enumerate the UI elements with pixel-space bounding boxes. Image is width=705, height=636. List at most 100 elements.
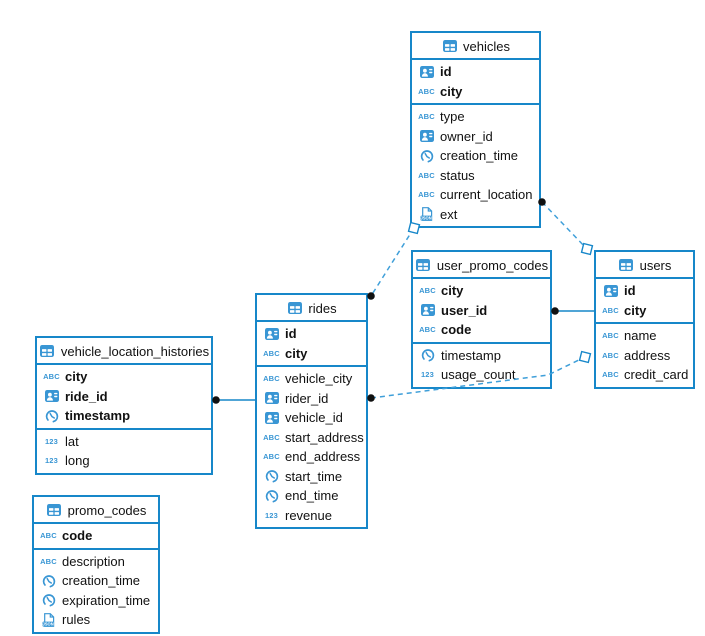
number-icon: 123 bbox=[264, 510, 279, 520]
text-icon: ABC bbox=[418, 190, 435, 199]
text-icon: ABC bbox=[43, 372, 60, 381]
column-name: timestamp bbox=[441, 347, 501, 363]
column-row-city[interactable]: ABC city bbox=[596, 301, 693, 321]
time-icon bbox=[40, 592, 57, 608]
relationship-dot-marker bbox=[551, 307, 559, 315]
table-header[interactable]: user_promo_codes bbox=[413, 252, 550, 277]
column-row-timestamp[interactable]: timestamp bbox=[413, 346, 550, 366]
column-row-rider_id[interactable]: rider_id bbox=[257, 389, 366, 409]
column-row-owner_id[interactable]: owner_id bbox=[412, 127, 539, 147]
column-name: creation_time bbox=[62, 573, 141, 589]
column-name: vehicle_id bbox=[285, 410, 343, 426]
column-row-ride_id[interactable]: ride_id bbox=[37, 387, 211, 407]
relationship-vehicle_location_histories-rides[interactable] bbox=[212, 396, 255, 404]
text-icon: ABC bbox=[602, 331, 619, 340]
table-name: users bbox=[639, 257, 672, 273]
column-name: name bbox=[624, 328, 657, 344]
time-icon bbox=[263, 468, 280, 484]
column-name: lat bbox=[65, 433, 79, 449]
relationship-square-marker bbox=[580, 242, 594, 256]
text-icon: ABC bbox=[263, 374, 280, 383]
column-name: credit_card bbox=[624, 367, 689, 383]
column-row-city[interactable]: ABC city bbox=[37, 367, 211, 387]
text-icon: ABC bbox=[418, 112, 435, 121]
column-row-creation_time[interactable]: creation_time bbox=[412, 146, 539, 166]
table-header[interactable]: vehicles bbox=[412, 33, 539, 58]
column-name: city bbox=[65, 369, 88, 385]
column-row-creation_time[interactable]: creation_time bbox=[34, 571, 158, 591]
column-name: end_address bbox=[285, 449, 361, 465]
column-row-expiration_time[interactable]: expiration_time bbox=[34, 591, 158, 611]
column-name: code bbox=[441, 322, 472, 338]
column-row-type[interactable]: ABC type bbox=[412, 107, 539, 127]
column-row-timestamp[interactable]: timestamp bbox=[37, 406, 211, 426]
column-name: ext bbox=[440, 206, 458, 222]
relationship-dot-marker bbox=[212, 396, 220, 404]
text-icon: ABC bbox=[602, 305, 619, 315]
column-name: city bbox=[440, 83, 463, 99]
column-row-id[interactable]: id bbox=[596, 281, 693, 301]
uuid-icon bbox=[602, 283, 619, 299]
column-row-user_id[interactable]: user_id bbox=[413, 301, 550, 321]
column-row-end_time[interactable]: end_time bbox=[257, 486, 366, 506]
relationship-user_promo_codes-users[interactable] bbox=[551, 307, 594, 315]
table-header[interactable]: promo_codes bbox=[34, 497, 158, 522]
column-name: id bbox=[624, 283, 636, 299]
column-row-name[interactable]: ABC name bbox=[596, 326, 693, 346]
column-name: ride_id bbox=[65, 388, 108, 404]
table-header[interactable]: users bbox=[596, 252, 693, 277]
column-name: status bbox=[440, 167, 475, 183]
table-icon bbox=[618, 257, 635, 273]
column-name: type bbox=[440, 109, 465, 125]
table-header[interactable]: vehicle_location_histories bbox=[37, 338, 211, 363]
table-header[interactable]: rides bbox=[257, 295, 366, 320]
column-row-vehicle_id[interactable]: vehicle_id bbox=[257, 408, 366, 428]
column-row-start_time[interactable]: start_time bbox=[257, 467, 366, 487]
column-name: address bbox=[624, 347, 671, 363]
relationship-dot-marker bbox=[367, 292, 375, 300]
table-icon bbox=[441, 38, 458, 54]
time-icon bbox=[40, 573, 57, 589]
column-name: city bbox=[441, 283, 464, 299]
relationship-square-marker bbox=[578, 350, 592, 364]
column-name: city bbox=[624, 302, 647, 318]
column-row-id[interactable]: id bbox=[257, 324, 366, 344]
column-name: usage_count bbox=[441, 367, 516, 383]
column-row-end_address[interactable]: ABC end_address bbox=[257, 447, 366, 467]
relationship-vehicles-users[interactable] bbox=[538, 198, 594, 256]
column-name: id bbox=[285, 326, 297, 342]
column-row-id[interactable]: id bbox=[412, 62, 539, 82]
text-icon: ABC bbox=[263, 452, 280, 461]
